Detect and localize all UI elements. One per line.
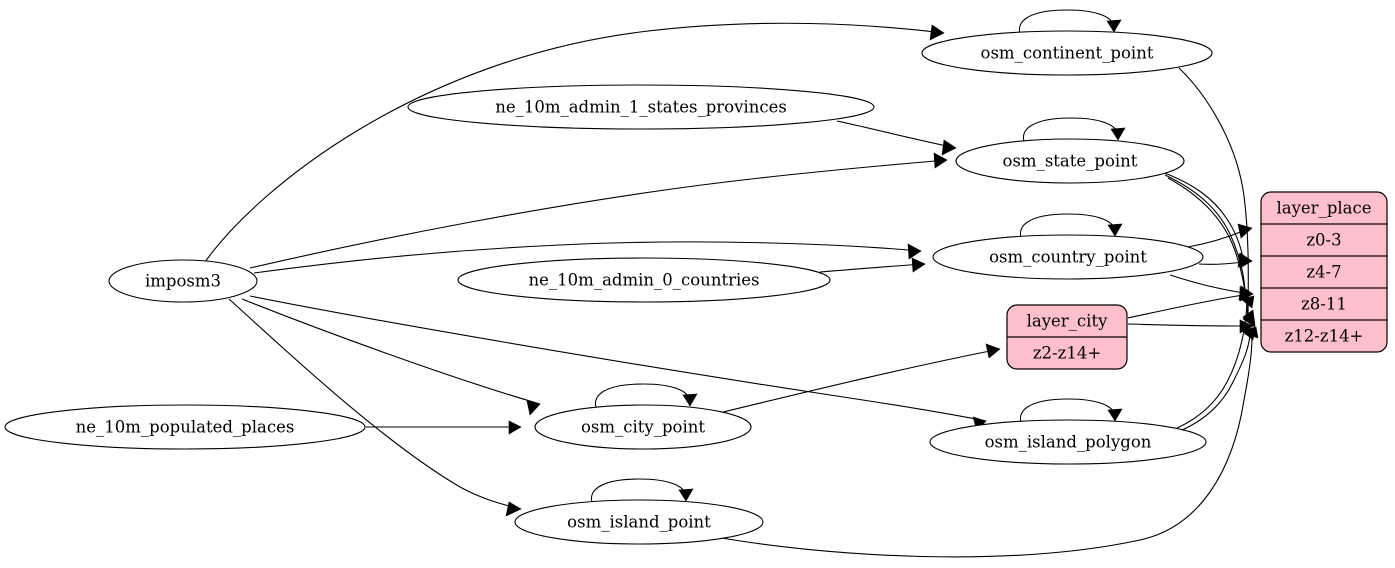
edge-self-osm_country_point: [1020, 213, 1123, 243]
node-ne_10m_admin_0_countries[interactable]: ne_10m_admin_0_countries: [457, 257, 831, 303]
edge-osm_city_point-to-layer_city-z2: [722, 343, 1001, 413]
node-osm_island_point[interactable]: osm_island_point: [514, 499, 764, 545]
edge-imposm3-to-osm_country_point: [253, 241, 922, 274]
node-osm_island_polygon[interactable]: osm_island_polygon: [929, 419, 1207, 465]
edge-states_provinces-to-osm_state_point: [836, 120, 957, 156]
node-label-osm_country_point: osm_country_point: [989, 248, 1147, 267]
edge-self-osm_island_point: [591, 478, 694, 508]
node-label-ne_10m_populated_places: ne_10m_populated_places: [76, 418, 295, 437]
record-field-layer_place-title: layer_place: [1276, 199, 1371, 218]
node-ne_10m_populated_places[interactable]: ne_10m_populated_places: [4, 404, 366, 450]
node-layer: imposm3 ne_10m_admin_1_states_provinces …: [4, 30, 1213, 545]
edge-self-osm_state_point: [1023, 117, 1126, 147]
node-osm_country_point[interactable]: osm_country_point: [932, 234, 1204, 280]
record-field-layer_place-z4-7[interactable]: z4-7: [1306, 263, 1341, 282]
node-label-imposm3: imposm3: [145, 272, 221, 291]
edge-populated_places-to-osm_city_point: [366, 420, 522, 435]
node-ne_10m_admin_1_states_provinces[interactable]: ne_10m_admin_1_states_provinces: [407, 84, 875, 130]
edge-imposm3-to-osm_city_point: [241, 298, 541, 416]
node-osm_state_point[interactable]: osm_state_point: [955, 138, 1185, 184]
edge-osm_country_point-to-layer_place-z0: [1187, 223, 1253, 248]
edge-osm_island_polygon-to-layer_place-z8: [1176, 295, 1255, 429]
node-label-osm_state_point: osm_state_point: [1003, 152, 1138, 171]
record-field-layer_city-z2-z14[interactable]: z2-z14+: [1033, 344, 1101, 363]
node-osm_city_point[interactable]: osm_city_point: [534, 404, 752, 450]
record-field-layer_place-z8-11[interactable]: z8-11: [1301, 295, 1347, 314]
edge-imposm3-to-osm_state_point: [249, 152, 948, 269]
record-node-layer_city[interactable]: layer_city z2-z14+: [1006, 304, 1128, 370]
edge-osm_island_point-to-layer_place-z12: [715, 326, 1259, 558]
node-osm_continent_point[interactable]: osm_continent_point: [921, 30, 1213, 76]
node-label-ne_10m_admin_1_states_provinces: ne_10m_admin_1_states_provinces: [495, 98, 787, 117]
edge-self-osm_continent_point: [1019, 9, 1122, 39]
record-node-layer: layer_place z0-3 z4-7 z8-11 z12-z14+ lay…: [1006, 191, 1388, 370]
node-label-ne_10m_admin_0_countries: ne_10m_admin_0_countries: [529, 271, 760, 290]
edge-osm_country_point-to-layer_place-z4: [1198, 253, 1253, 269]
node-label-osm_island_point: osm_island_point: [567, 513, 711, 532]
record-field-layer_place-z12-z14[interactable]: z12-z14+: [1285, 327, 1364, 346]
edge-imposm3-to-osm_continent_point: [204, 22, 945, 263]
edge-imposm3-to-osm_island_point: [228, 298, 522, 517]
node-imposm3[interactable]: imposm3: [108, 259, 258, 303]
node-label-osm_city_point: osm_city_point: [581, 418, 705, 437]
record-field-layer_place-z0-3[interactable]: z0-3: [1306, 231, 1341, 250]
edge-self-osm_island_polygon: [1020, 398, 1123, 428]
edge-self-osm_city_point: [595, 383, 698, 413]
edge-osm_island_polygon-to-layer_place-z12: [1179, 326, 1256, 432]
edge-admin_0_countries-to-osm_country_point: [819, 257, 926, 273]
node-label-osm_continent_point: osm_continent_point: [981, 44, 1154, 63]
record-field-layer_city-title: layer_city: [1027, 312, 1108, 331]
edge-osm_state_point-to-layer_place-z8: [1164, 174, 1254, 301]
node-label-osm_island_polygon: osm_island_polygon: [985, 433, 1152, 452]
edge-layer_city-to-layer_place-z12: [1127, 319, 1254, 334]
record-node-layer_place[interactable]: layer_place z0-3 z4-7 z8-11 z12-z14+: [1260, 191, 1388, 353]
